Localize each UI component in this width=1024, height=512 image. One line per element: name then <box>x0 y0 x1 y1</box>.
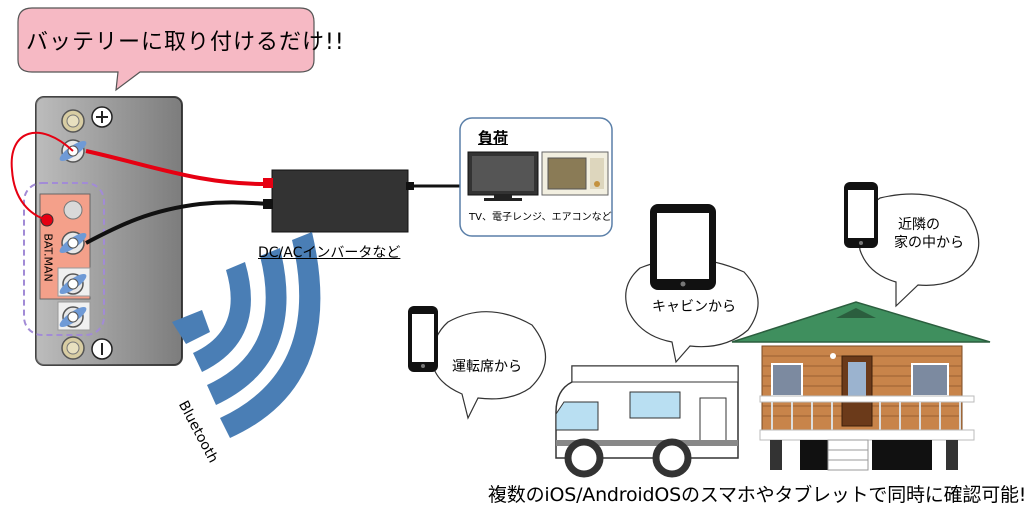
red-loop-wire <box>10 131 74 221</box>
bubble-neighbor-label-2: 家の中から <box>894 235 964 251</box>
batman-label: BAT.MAN <box>41 233 55 282</box>
bubble-neighbor <box>858 193 980 308</box>
bluetooth-waves <box>172 232 321 438</box>
smartphone-icon-neighbor <box>844 182 878 248</box>
tv-icon <box>467 151 539 201</box>
load-title: 負荷 <box>478 129 509 147</box>
tablet-icon-cabin <box>650 204 716 290</box>
black-cable <box>85 200 271 245</box>
microwave-icon <box>541 151 609 196</box>
bubble-driver-label: 運転席から <box>452 359 522 375</box>
inverter-box <box>263 169 414 233</box>
bubble-cabin-label: キャビンから <box>652 299 736 315</box>
house <box>731 301 991 471</box>
red-cable <box>85 149 271 187</box>
camper-van <box>555 365 739 478</box>
load-items: TV、電子レンジ、エアコンなど <box>469 212 612 223</box>
smartphone-icon-driver <box>408 306 438 372</box>
batman-module <box>23 182 105 336</box>
footer-caption: 複数のiOS/AndroidOSのスマホやタブレットで同時に確認可能!! <box>488 484 1024 506</box>
plus-icon <box>91 106 113 128</box>
callout-bubble <box>17 7 315 92</box>
battery-plus-terminal <box>61 109 85 133</box>
battery-minus-terminal <box>61 336 85 360</box>
bubble-neighbor-label-1: 近隣の <box>898 217 940 233</box>
callout-title: バッテリーに取り付けるだけ!! <box>26 30 345 55</box>
inverter-label: DC/ACインバータなど <box>258 245 401 261</box>
minus-icon <box>91 338 113 360</box>
